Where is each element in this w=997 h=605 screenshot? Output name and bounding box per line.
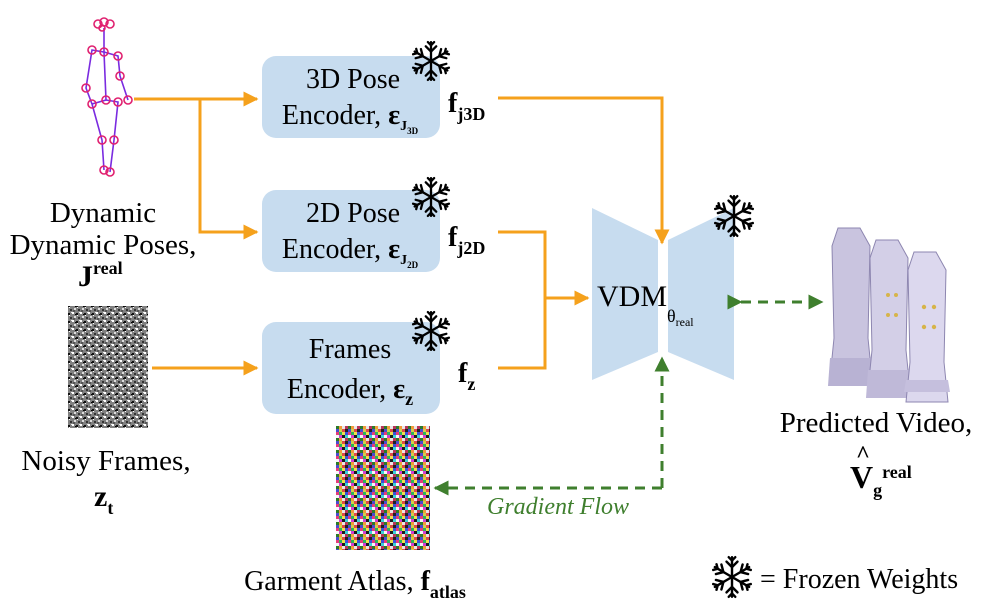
encoder-frames-line2: Encoder, ɛz	[287, 374, 413, 409]
poses-symbol: Jreal	[78, 258, 123, 293]
noisy-frames-label: Noisy Frames,	[21, 445, 190, 477]
encoder-frames-box	[262, 322, 440, 414]
pose-skeleton-image	[81, 17, 133, 177]
vdm-decoder-half	[668, 208, 734, 380]
gradient-flow-label: Gradient Flow	[487, 494, 629, 520]
encoder-2d-line2: Encoder, ɛJ2D	[282, 234, 419, 270]
encoder-frames-line1: Frames	[309, 334, 391, 365]
predicted-video-hat: ^	[856, 442, 870, 468]
encoder-3d-pose: 3D Pose Encoder, ɛJ3D fj3D	[262, 42, 485, 138]
encoder-2d-box	[262, 190, 440, 272]
vdm-label: VDMθreal	[597, 280, 694, 329]
arrow-poses-to-2d-encoder	[198, 99, 259, 240]
encoder-2d-pose: 2D Pose Encoder, ɛJ2D fj2D	[262, 178, 485, 272]
garment-atlas-label: Garment Atlas, fatlas	[244, 566, 466, 602]
poses-label-line1: Dynamic	[50, 197, 156, 229]
predicted-video-label: Predicted Video,	[780, 407, 973, 439]
noisy-frames-symbol: zt	[94, 480, 113, 518]
encoder-3d-box	[262, 56, 440, 138]
feature-f-j2d: fj2D	[448, 222, 485, 258]
snowflake-icon	[712, 557, 752, 597]
vdm-encoder-half	[592, 208, 658, 380]
feature-f-j3d: fj3D	[448, 88, 485, 124]
garment-atlas-image	[336, 426, 430, 550]
encoder-frames: Frames Encoder, ɛz fz	[262, 312, 475, 414]
vdm-block: VDMθreal	[592, 196, 754, 380]
arrow-f-z-to-vdm	[498, 298, 547, 370]
noisy-frames-image	[68, 306, 148, 428]
predicted-video-symbol: Vgreal	[850, 459, 912, 500]
encoder-3d-line1: 3D Pose	[306, 64, 400, 95]
poses-label-line2: Dynamic Poses,	[10, 229, 197, 261]
arrow-f-j3d-to-vdm	[498, 96, 670, 245]
encoder-3d-line2: Encoder, ɛJ3D	[282, 100, 419, 136]
feature-f-z: fz	[458, 358, 475, 394]
arrow-f-j2d-to-vdm	[498, 230, 590, 306]
legend-frozen-weights: = Frozen Weights	[760, 564, 958, 595]
encoder-2d-line1: 2D Pose	[306, 198, 400, 229]
predicted-video-image	[828, 227, 950, 403]
